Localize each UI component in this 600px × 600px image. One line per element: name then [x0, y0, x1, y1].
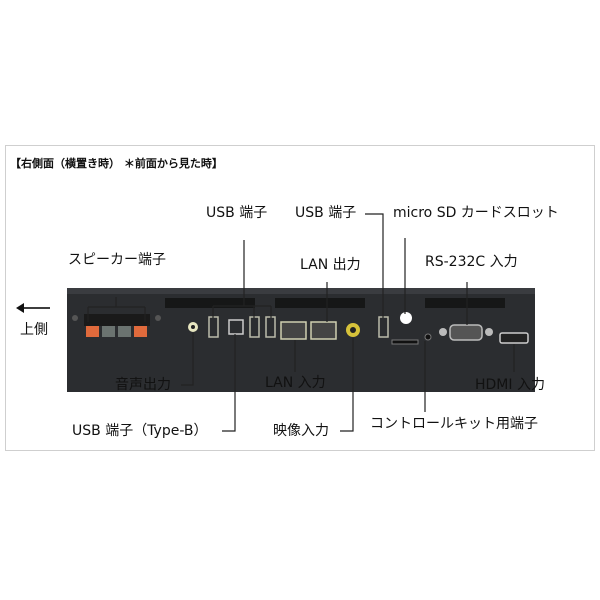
label-rs232c: RS-232C 入力 — [425, 254, 518, 270]
diagram-title: 【右側面（横置き時） ＊前面から見た時】 — [10, 157, 223, 170]
direction-label: 上側 — [20, 322, 48, 338]
label-hdmi-in: HDMI 入力 — [475, 377, 545, 393]
label-lan-out: LAN 出力 — [300, 257, 361, 273]
label-usb-type-b: USB 端子（Type-B） — [72, 423, 208, 439]
arrow-left-icon — [16, 303, 24, 313]
leader-lines — [22, 213, 515, 432]
speaker-terminals — [72, 314, 161, 337]
rs232c-port — [439, 324, 493, 341]
sd-logo — [400, 312, 412, 324]
micro-sd-slot — [391, 339, 419, 345]
vents — [165, 298, 505, 308]
lan-in-port — [280, 321, 307, 340]
label-usb-top-right: USB 端子 — [295, 205, 357, 221]
usb-type-b-port — [228, 319, 244, 335]
hdmi-port — [499, 332, 529, 344]
label-audio-out: 音声出力 — [115, 377, 171, 393]
label-speaker: スピーカー端子 — [68, 252, 166, 268]
diagram-frame — [5, 145, 595, 451]
label-video-in: 映像入力 — [273, 423, 329, 439]
label-control-kit: コントロールキット用端子 — [370, 416, 538, 432]
control-kit-jack — [424, 333, 432, 341]
lan-out-port — [310, 321, 337, 340]
label-usb-top-left: USB 端子 — [206, 205, 268, 221]
label-lan-in: LAN 入力 — [265, 375, 326, 391]
label-micro-sd: micro SD カードスロット — [393, 205, 559, 221]
